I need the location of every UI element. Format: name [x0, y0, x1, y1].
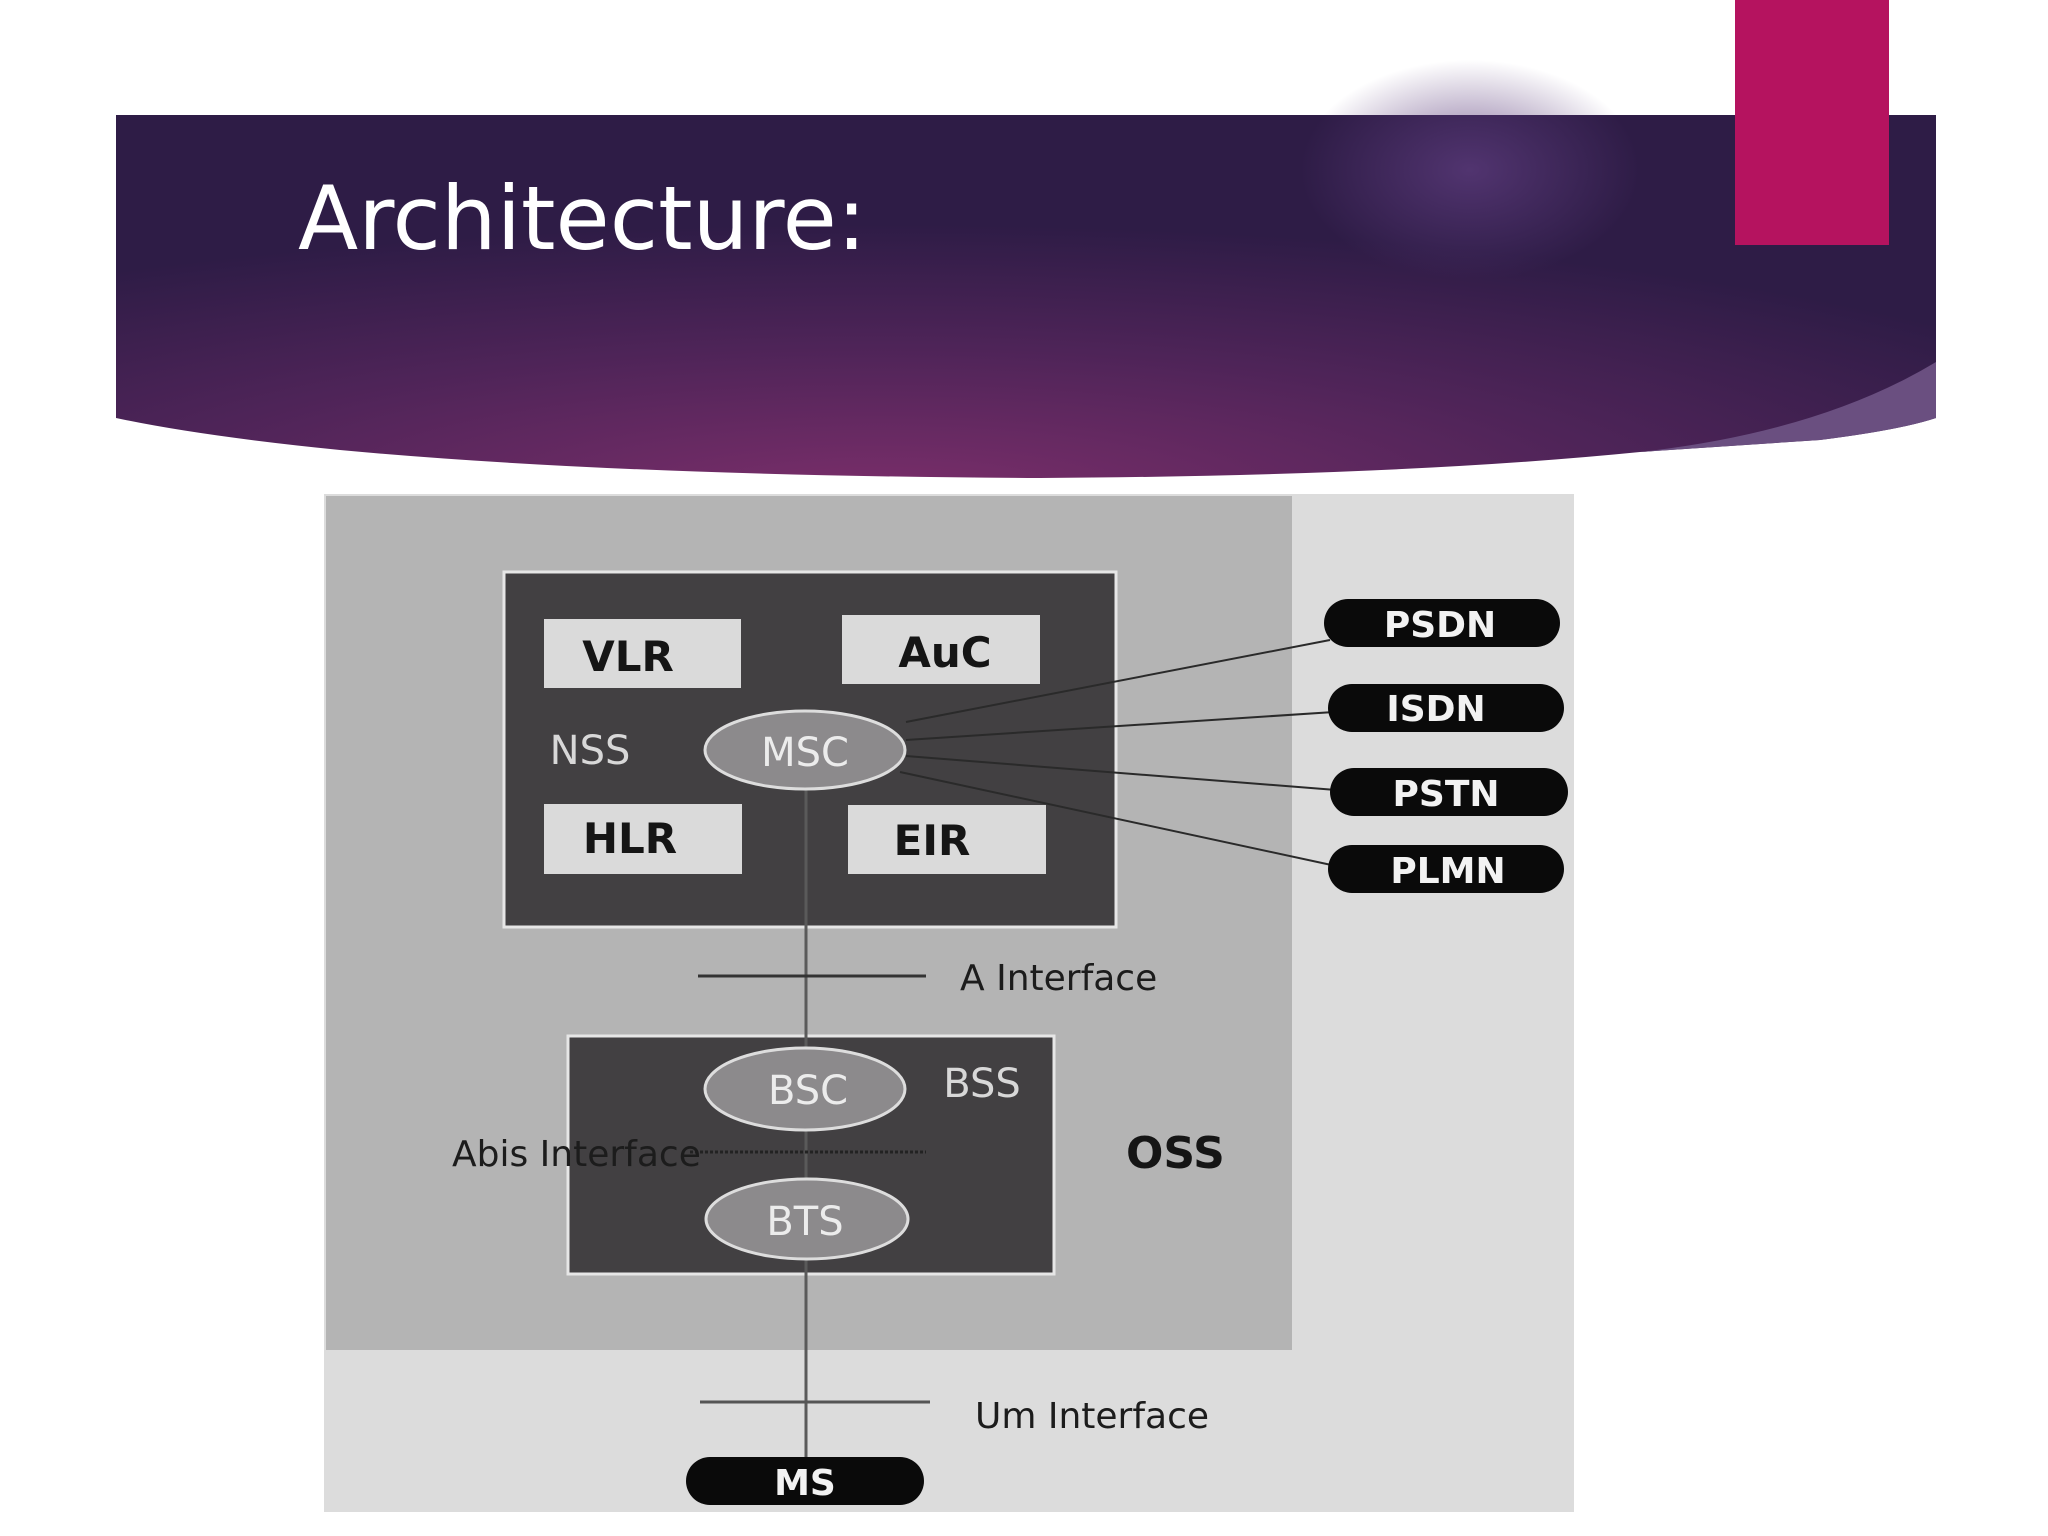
- msc-node: [703, 709, 907, 791]
- external-links: [899, 639, 1337, 867]
- link-msc-plmn: [899, 771, 1337, 867]
- oss-label: OSS: [1126, 1128, 1225, 1179]
- vlr-label: VLR: [582, 632, 674, 681]
- mobile-station: MS: [686, 1457, 924, 1505]
- abis-interface-label: Abis Interface: [452, 1134, 701, 1175]
- pill-psdn-label: PSDN: [1384, 605, 1496, 646]
- banner-wave-highlight: [1640, 362, 1936, 452]
- pill-psdn: [1324, 599, 1560, 647]
- nss-box: VLR AuC HLR EIR NSS: [502, 570, 1118, 929]
- network-pill-psdn: PSDN: [1324, 599, 1560, 647]
- pill-isdn: [1328, 684, 1564, 732]
- eir-node: [848, 805, 1046, 874]
- nss-label: NSS: [550, 728, 631, 774]
- auc-node: [842, 615, 1040, 684]
- pill-plmn: [1328, 845, 1564, 893]
- link-msc-psdn: [905, 639, 1331, 723]
- page-title: Architecture:: [298, 167, 866, 270]
- bts-label: BTS: [766, 1199, 843, 1245]
- pill-isdn-label: ISDN: [1386, 689, 1485, 730]
- gsm-architecture-diagram: OSS VLR AuC HLR EIR NSS BSS: [324, 494, 1574, 1512]
- um-interface-label: Um Interface: [975, 1396, 1209, 1437]
- ms-label: MS: [774, 1463, 836, 1504]
- a-interface-label: A Interface: [960, 958, 1157, 999]
- bsc-label: BSC: [768, 1068, 848, 1114]
- bss-label: BSS: [943, 1061, 1021, 1107]
- accent-block: [1735, 0, 1889, 245]
- banner-glow: [1300, 60, 1640, 280]
- link-msc-pstn: [905, 755, 1337, 791]
- hlr-label: HLR: [583, 814, 677, 863]
- network-pill-pstn: PSTN: [1330, 768, 1568, 816]
- title-banner: Architecture:: [116, 60, 1936, 478]
- pill-pstn-label: PSTN: [1393, 774, 1500, 815]
- link-msc-isdn: [905, 711, 1335, 741]
- network-pill-plmn: PLMN: [1328, 845, 1564, 893]
- bts-node: [704, 1177, 910, 1261]
- ms-pill: [686, 1457, 924, 1505]
- vlr-node: [544, 619, 741, 688]
- pill-pstn: [1330, 768, 1568, 816]
- network-pill-isdn: ISDN: [1328, 684, 1564, 732]
- hlr-node: [544, 804, 742, 874]
- bsc-node: [703, 1046, 907, 1132]
- eir-label: EIR: [894, 816, 971, 865]
- msc-label: MSC: [761, 730, 849, 776]
- pill-plmn-label: PLMN: [1390, 851, 1505, 892]
- auc-label: AuC: [898, 628, 991, 677]
